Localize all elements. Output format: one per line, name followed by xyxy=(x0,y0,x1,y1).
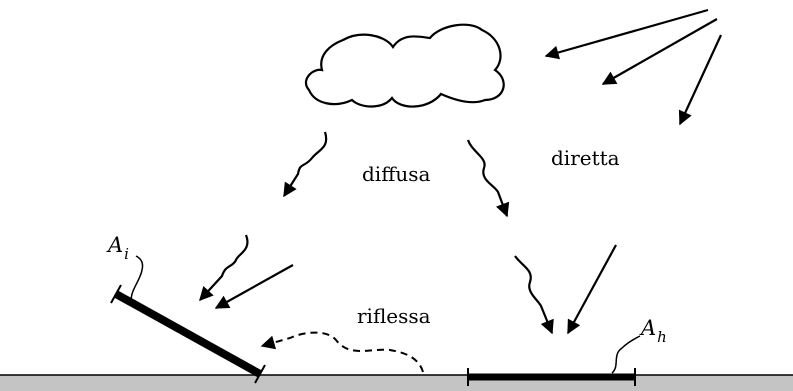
inclined-surface-cap-bottom xyxy=(254,364,266,384)
horizontal-surface-leader xyxy=(611,335,641,374)
ground xyxy=(0,375,793,391)
diffuse-arrow-left xyxy=(283,131,328,198)
inclined-surface-cap-top xyxy=(110,284,122,304)
diffuse-arrow-right xyxy=(466,139,510,218)
direct-arrow-2 xyxy=(601,18,718,85)
inclined-surface-subscript: i xyxy=(124,245,129,263)
direct-arrow-1 xyxy=(544,8,709,60)
label-horizontal-surface: Ah xyxy=(639,316,667,346)
label-inclined-surface: Ai xyxy=(106,233,129,263)
inclined-surface xyxy=(114,290,262,378)
label-direct: diretta xyxy=(551,146,620,170)
inclined-surface-leader xyxy=(130,255,144,306)
reflected-arrow xyxy=(260,331,424,373)
inclined-surface-symbol: A xyxy=(106,233,123,257)
horizontal-surface-subscript: h xyxy=(657,328,667,346)
horizontal-surface-symbol: A xyxy=(639,316,656,340)
direct-arrow-horizontal xyxy=(567,244,617,335)
cloud xyxy=(304,23,505,108)
label-diffuse: diffusa xyxy=(362,162,431,186)
label-reflected: riflessa xyxy=(357,304,431,328)
direct-arrow-inclined xyxy=(214,264,294,309)
diffuse-arrow-inclined xyxy=(199,234,249,302)
direct-arrow-3 xyxy=(678,34,722,126)
diffuse-arrow-horizontal xyxy=(514,255,554,335)
